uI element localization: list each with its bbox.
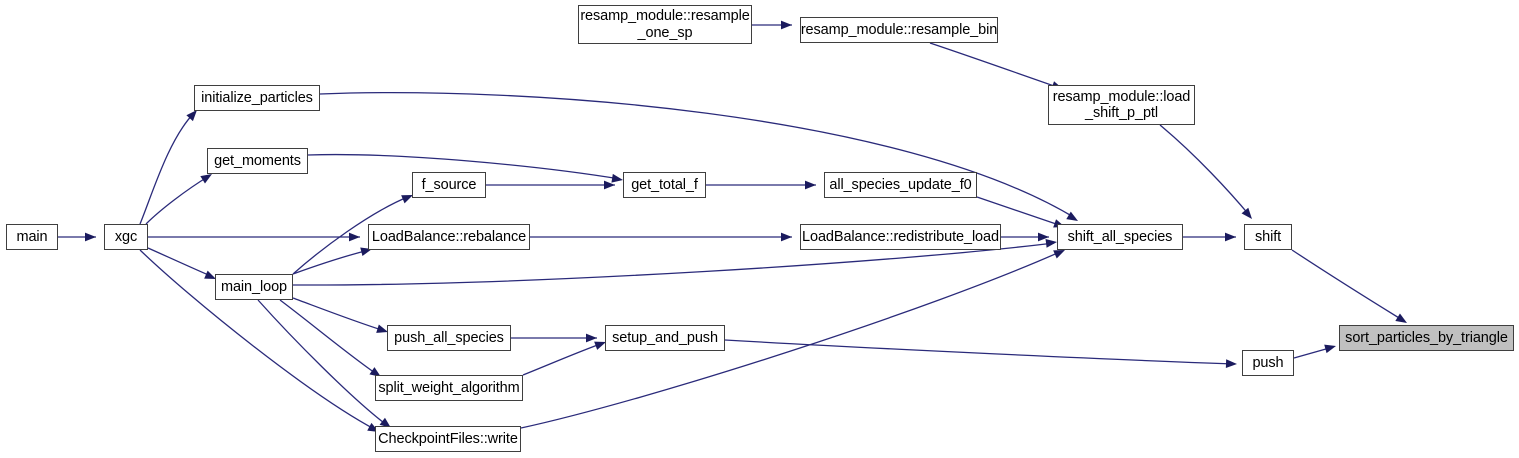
edge-split_weight_algorithm-to-setup_and_push [522,342,604,376]
edge-xgc-to-get_moments [145,175,210,225]
node-xgc[interactable]: xgc [104,224,148,250]
node-shift[interactable]: shift [1244,224,1292,250]
node-sort_particles_by_triangle[interactable]: sort_particles_by_triangle [1339,325,1514,351]
arrowhead-redistribute_load-to-shift_all_species [1038,232,1049,242]
arrowhead-resample_one_sp-to-resample_bin [781,20,792,30]
edge-push-to-sort_particles_by_triangle [1293,346,1334,359]
edge-initialize_particles-to-shift_all_species [319,92,1076,219]
edge-main_loop-to-split_weight_algorithm [279,299,379,376]
arrowhead-push_all_species-to-setup_and_push [586,333,597,343]
arrowhead-get_total_f-to-all_species_update_f0 [805,180,816,190]
arrowhead-shift-to-sort_particles_by_triangle [1395,313,1407,323]
node-all_species_update_f0[interactable]: all_species_update_f0 [824,172,977,198]
arrowhead-load_shift_p_ptl-to-shift [1241,207,1252,219]
node-setup_and_push[interactable]: setup_and_push [605,325,725,351]
arrowhead-shift_all_species-to-shift [1225,232,1236,242]
edge-main_loop-to-push_all_species [292,297,386,332]
arrowhead-main_loop-to-shift_all_species [1045,238,1057,248]
arrowhead-checkpointfiles_write-to-shift_all_species [1053,250,1065,259]
arrowhead-f_source-to-get_total_f [604,180,615,190]
edge-all_species_update_f0-to-shift_all_species [976,196,1063,227]
arrowhead-main-to-xgc [85,232,96,242]
edge-xgc-to-initialize_particles [139,112,195,225]
node-get_total_f[interactable]: get_total_f [623,172,706,198]
arrowhead-setup_and_push-to-push [1225,359,1237,369]
edge-shift-to-sort_particles_by_triangle [1291,249,1405,322]
edge-main_loop-to-checkpointfiles_write [257,299,389,427]
node-shift_all_species[interactable]: shift_all_species [1057,224,1183,250]
node-resample_bin[interactable]: resamp_module::resample_bin [800,17,998,43]
node-main_loop[interactable]: main_loop [215,274,293,300]
node-main[interactable]: main [6,224,58,250]
edge-setup_and_push-to-push [724,339,1235,365]
node-load_shift_p_ptl[interactable]: resamp_module::load _shift_p_ptl [1048,85,1195,125]
arrowhead-get_moments-to-get_total_f [611,173,623,183]
edge-load_shift_p_ptl-to-shift [1159,124,1251,217]
edge-main_loop-to-loadbalance_rebalance [292,249,370,275]
arrowhead-loadbalance_rebalance-to-redistribute_load [781,232,792,242]
arrowhead-push-to-sort_particles_by_triangle [1324,344,1336,354]
edge-resample_bin-to-load_shift_p_ptl [929,42,1061,89]
node-resample_one_sp[interactable]: resamp_module::resample _one_sp [578,5,752,44]
edge-checkpointfiles_write-to-shift_all_species [520,250,1063,429]
node-get_moments[interactable]: get_moments [207,148,308,174]
node-checkpointfiles_write[interactable]: CheckpointFiles::write [375,426,521,452]
edge-xgc-to-main_loop [147,247,214,278]
node-initialize_particles[interactable]: initialize_particles [194,85,320,111]
node-redistribute_load[interactable]: LoadBalance::redistribute_load [800,224,1001,250]
node-push_all_species[interactable]: push_all_species [387,325,511,351]
node-push[interactable]: push [1242,350,1294,376]
node-f_source[interactable]: f_source [412,172,486,198]
node-loadbalance_rebalance[interactable]: LoadBalance::rebalance [368,224,530,250]
arrowhead-xgc-to-loadbalance_rebalance [349,232,360,242]
arrowhead-xgc-to-initialize_particles [186,110,197,122]
arrowhead-initialize_particles-to-shift_all_species [1066,211,1078,221]
node-split_weight_algorithm[interactable]: split_weight_algorithm [375,375,523,401]
arrowhead-xgc-to-get_moments [200,174,212,184]
